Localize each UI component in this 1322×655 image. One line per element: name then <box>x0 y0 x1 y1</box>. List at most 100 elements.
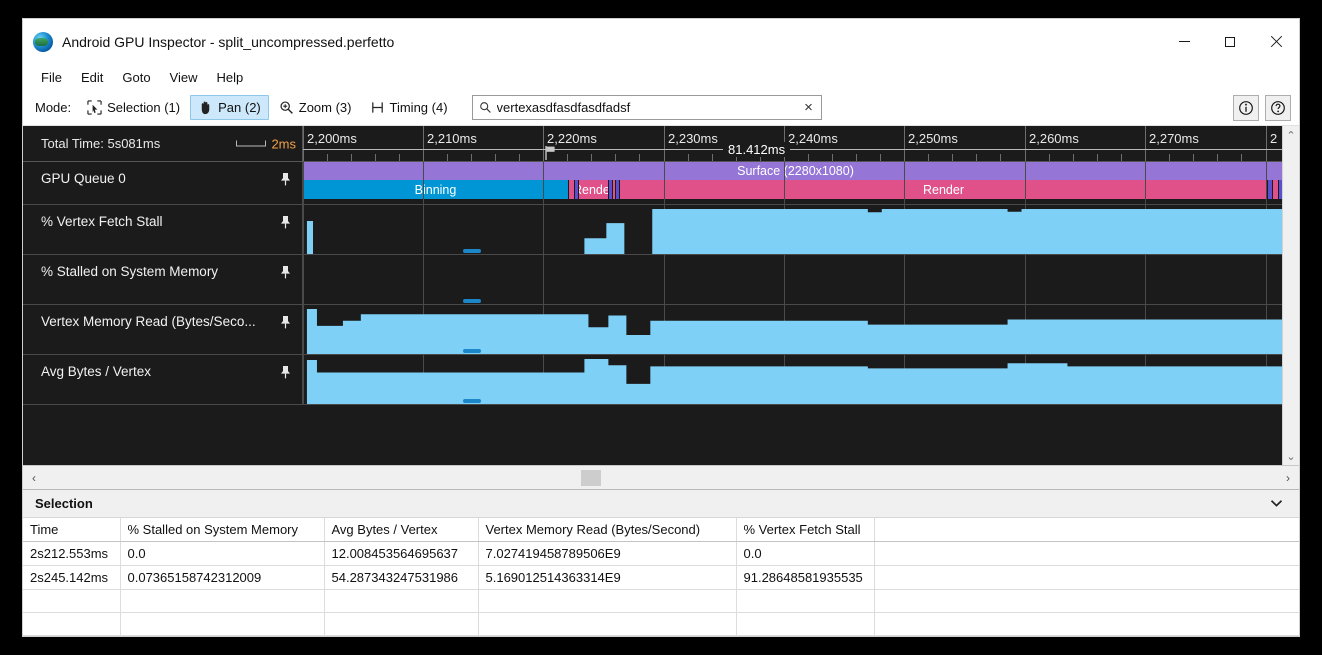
track-header[interactable]: % Stalled on System Memory <box>23 255 303 304</box>
menu-item-view[interactable]: View <box>169 69 198 85</box>
pin-icon[interactable] <box>279 172 292 186</box>
menu-item-edit[interactable]: Edit <box>80 69 104 85</box>
track-label: Vertex Memory Read (Bytes/Seco... <box>41 314 256 329</box>
slice[interactable] <box>569 180 574 199</box>
mode-timing-button[interactable]: Timing (4) <box>362 95 456 120</box>
track-counter[interactable]: % Stalled on System Memory <box>23 255 1299 305</box>
flag-marker-icon[interactable] <box>545 146 556 160</box>
column-header[interactable]: % Stalled on System Memory <box>120 518 325 542</box>
globe-icon <box>33 31 53 52</box>
scroll-left-button[interactable]: ‹ <box>32 470 36 485</box>
column-header[interactable] <box>874 518 1299 542</box>
tick-minor <box>952 154 953 161</box>
tick-label: 2,200ms <box>307 131 357 146</box>
help-button[interactable] <box>1265 94 1291 121</box>
tick-minor <box>856 154 857 161</box>
scale-bar-icon <box>236 140 267 147</box>
menu-item-goto[interactable]: Goto <box>122 69 151 85</box>
tick-minor <box>447 154 448 161</box>
track-counter[interactable]: Avg Bytes / Vertex <box>23 355 1299 405</box>
slice[interactable] <box>1273 180 1278 199</box>
total-time-label: Total Time: 5s081ms <box>41 136 161 151</box>
track-counter[interactable]: Vertex Memory Read (Bytes/Seco... <box>23 305 1299 355</box>
tick-label: 2,270ms <box>1149 131 1199 146</box>
horizontal-scrollbar[interactable]: ‹ › <box>23 465 1299 489</box>
sample-marker[interactable] <box>463 249 481 253</box>
track-label: % Stalled on System Memory <box>41 264 219 279</box>
search-clear-button[interactable]: × <box>804 99 813 116</box>
track-gpu-queue-0[interactable]: GPU Queue 0 Surface (2280x1080) Binning R… <box>23 162 1299 205</box>
gridline <box>303 205 304 254</box>
maximize-button[interactable] <box>1207 19 1253 64</box>
table-cell: 0.0 <box>736 541 875 566</box>
vertical-scrollbar[interactable]: ⌃ ⌄ <box>1282 126 1299 465</box>
slice-render[interactable]: Render <box>620 180 1267 199</box>
scroll-right-button[interactable]: › <box>1286 470 1290 485</box>
track-header[interactable]: Vertex Memory Read (Bytes/Seco... <box>23 305 303 354</box>
hand-icon <box>201 101 210 115</box>
search-input[interactable] <box>496 100 797 115</box>
track-content[interactable]: Surface (2280x1080) Binning Render Render <box>303 162 1299 204</box>
track-content[interactable] <box>303 305 1299 354</box>
table-cell <box>874 541 1299 566</box>
scroll-up-button[interactable]: ⌃ <box>1286 129 1296 142</box>
info-button[interactable] <box>1233 94 1259 121</box>
menu-item-file[interactable]: File <box>41 69 62 85</box>
tick-minor <box>808 154 809 161</box>
slice-render[interactable]: Render <box>579 180 608 199</box>
pin-icon[interactable] <box>279 315 292 329</box>
slice[interactable] <box>575 180 578 199</box>
track-header[interactable]: Avg Bytes / Vertex <box>23 355 303 404</box>
pin-icon[interactable] <box>279 365 292 379</box>
chevron-down-icon[interactable] <box>1264 495 1289 513</box>
column-header[interactable]: Avg Bytes / Vertex <box>324 518 479 542</box>
selection-header[interactable]: Selection <box>23 490 1299 518</box>
hscroll-track[interactable] <box>45 466 1277 489</box>
slice[interactable] <box>613 180 615 199</box>
gridline <box>1025 255 1026 304</box>
slice-binning[interactable]: Binning <box>303 180 568 199</box>
slice[interactable] <box>609 180 612 199</box>
table-cell: 91.28648581935535 <box>736 565 875 590</box>
track-content[interactable] <box>303 205 1299 254</box>
track-content[interactable] <box>303 255 1299 304</box>
menu-item-help[interactable]: Help <box>216 69 244 85</box>
gridline <box>303 162 304 204</box>
column-header[interactable]: % Vertex Fetch Stall <box>736 518 875 542</box>
pin-icon[interactable] <box>279 215 292 229</box>
minimize-button[interactable] <box>1161 19 1207 64</box>
sample-marker[interactable] <box>463 349 481 353</box>
column-header[interactable]: Time <box>23 518 121 542</box>
slice[interactable] <box>1268 180 1272 199</box>
mode-zoom-button[interactable]: Zoom (3) <box>271 95 360 120</box>
table-cell: 5.169012514363314E9 <box>478 565 737 590</box>
pin-icon[interactable] <box>279 265 292 279</box>
mode-selection-button[interactable]: Selection (1) <box>79 95 188 120</box>
column-header[interactable]: Vertex Memory Read (Bytes/Second) <box>478 518 737 542</box>
table-cell: 7.027419458789506E9 <box>478 541 737 566</box>
track-header[interactable]: GPU Queue 0 <box>23 162 303 204</box>
tick-major <box>904 126 905 161</box>
track-header[interactable]: % Vertex Fetch Stall <box>23 205 303 254</box>
slice[interactable] <box>1279 180 1282 199</box>
search-box[interactable]: × <box>471 95 822 120</box>
track-content[interactable] <box>303 355 1299 404</box>
scale-bar-label: 2ms <box>271 136 296 151</box>
surface-slice[interactable]: Surface (2280x1080) <box>303 162 1288 180</box>
slice[interactable] <box>616 180 619 199</box>
table-cell-empty <box>478 589 737 613</box>
sample-marker[interactable] <box>463 299 481 303</box>
gridline <box>543 205 544 254</box>
scroll-down-button[interactable]: ⌄ <box>1286 450 1296 463</box>
tick-minor <box>399 154 400 161</box>
mode-pan-button[interactable]: Pan (2) <box>190 95 269 120</box>
tick-minor <box>832 154 833 161</box>
hscroll-thumb[interactable] <box>581 470 601 486</box>
sample-marker[interactable] <box>463 399 481 403</box>
table-row-empty <box>23 589 1299 613</box>
track-counter[interactable]: % Vertex Fetch Stall <box>23 205 1299 255</box>
close-button[interactable] <box>1253 19 1299 64</box>
